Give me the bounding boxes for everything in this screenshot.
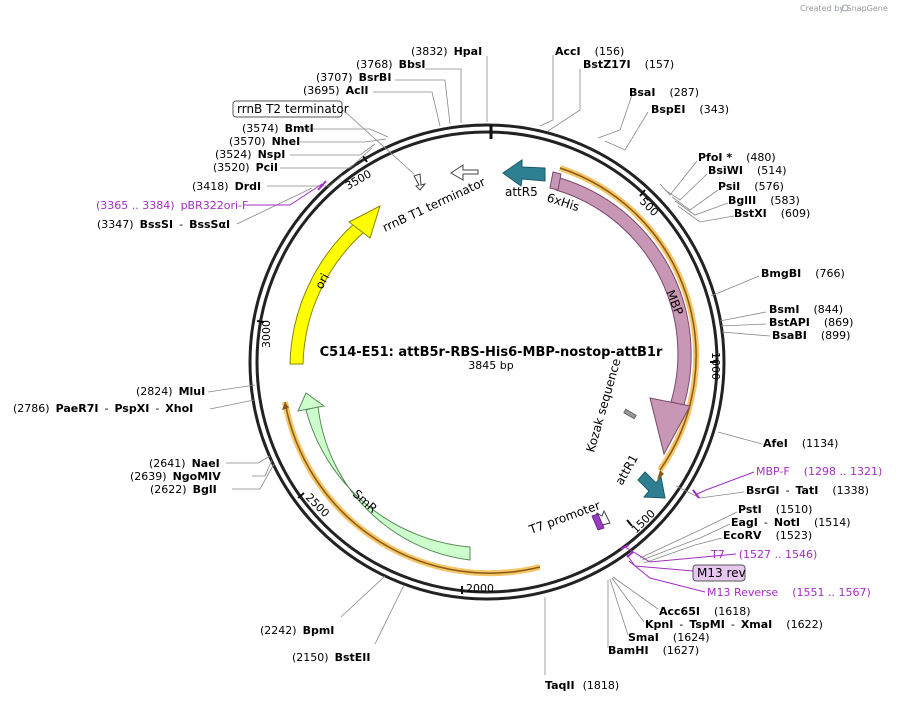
site-afei[interactable]: AfeI(1134)	[763, 437, 838, 450]
site-smai[interactable]: SmaI(1624)	[628, 631, 709, 644]
tick-marks: 500 1000 1500 2000 2500 3000 3500	[256, 155, 722, 595]
snapgene-credit: Created by SnapGene	[800, 4, 888, 13]
site-bsrgi[interactable]: BsrGI-TatI(1338)	[746, 484, 869, 497]
mbp-arrowhead	[649, 397, 691, 456]
orf-smr	[284, 401, 541, 574]
t7-promoter-label: T7 promoter	[526, 498, 602, 537]
smr-feature[interactable]	[305, 405, 471, 561]
site-bglii[interactable]: BglII(583)	[728, 194, 800, 207]
tick-3500-mark	[362, 155, 368, 163]
attr1-feature[interactable]	[637, 471, 666, 499]
site-naei[interactable]: (2641)NaeI	[149, 457, 220, 470]
kozak-label: Kozak sequence	[583, 357, 623, 454]
attr5-label: attR5	[505, 185, 538, 199]
site-bstz17i[interactable]: BstZ17I(157)	[583, 58, 674, 71]
site-ngomiv[interactable]: (2639)NgoMIV	[130, 470, 221, 483]
site-bmti[interactable]: (3574)BmtI	[242, 122, 314, 135]
m13-rev-box[interactable]	[692, 564, 746, 582]
site-bsiwi[interactable]: BsiWI(514)	[708, 164, 787, 177]
primer-mbp-f[interactable]: MBP-F(1298 .. 1321)	[756, 465, 882, 478]
rrnb-t2-feature[interactable]	[413, 173, 427, 191]
m13-rev-label: M13 rev	[697, 566, 746, 580]
site-hpai[interactable]: (3832)HpaI	[411, 45, 482, 58]
tick-500-mark	[639, 189, 646, 197]
kozak-feature[interactable]	[623, 408, 637, 420]
sites-left: (3832)HpaI (3768)BbsI (3707)BsrBI (3695)…	[13, 45, 619, 692]
primer-lines	[246, 180, 755, 593]
site-bsai[interactable]: BsaI(287)	[629, 86, 699, 99]
features: MBP 6xHis attR5 attR1 Kozak sequence T7 …	[232, 100, 692, 561]
tick-1000-label: 1000	[709, 352, 722, 380]
primer-pbr322ori-f[interactable]: (3365 .. 3384)pBR322ori-F	[96, 199, 248, 212]
ori-feature[interactable]	[289, 221, 365, 365]
site-bstapi[interactable]: BstAPI(869)	[769, 316, 853, 329]
backbone-outer	[248, 123, 726, 601]
site-taqii[interactable]: TaqII(1818)	[545, 679, 619, 692]
attr5-feature[interactable]	[502, 159, 546, 187]
orf-mbp	[559, 167, 697, 471]
site-paer7i[interactable]: (2786)PaeR7I-PspXI-XhoI	[13, 402, 193, 415]
site-eagi[interactable]: EagI-NotI(1514)	[731, 516, 851, 529]
smr-arrowhead	[297, 392, 326, 412]
primer-t7[interactable]: T7(1527 .. 1546)	[710, 548, 817, 561]
site-acci[interactable]: AccI(156)	[555, 45, 624, 58]
site-bpmi[interactable]: (2242)BpmI	[260, 624, 334, 637]
site-bgli[interactable]: (2622)BglI	[150, 483, 217, 496]
site-bbsi[interactable]: (3768)BbsI	[356, 58, 425, 71]
site-bspei[interactable]: BspEI(343)	[651, 103, 729, 116]
t7-primer-mark	[591, 513, 605, 531]
construct-title: C514-E51: attB5r-RBS-His6-MBP-nostop-att…	[320, 345, 663, 360]
site-acc65i[interactable]: Acc65I(1618)	[659, 605, 751, 618]
primer-labels: MBP-F(1298 .. 1321) T7(1527 .. 1546) M13…	[96, 199, 882, 599]
ori-label: ori	[312, 271, 332, 291]
map-title: C514-E51: attB5r-RBS-His6-MBP-nostop-att…	[320, 345, 663, 372]
site-drdi[interactable]: (3418)DrdI	[192, 180, 261, 193]
rrnb-t2-label: rrnB T2 terminator	[237, 102, 349, 116]
rrnb-t1-label: rrnB T1 terminator	[380, 175, 487, 235]
orf-smr-glow	[282, 401, 541, 577]
site-bsssi[interactable]: (3347)BssSI-BssSαI	[97, 218, 230, 231]
site-nspi[interactable]: (3524)NspI	[215, 148, 285, 161]
rrnb-t2-leader	[341, 108, 415, 175]
site-bamhi[interactable]: BamHI(1627)	[608, 644, 699, 657]
site-kpni[interactable]: KpnI-TspMI-XmaI(1622)	[645, 618, 823, 631]
site-pfoi[interactable]: PfoI *(480)	[698, 151, 776, 164]
site-psti[interactable]: PstI(1510)	[738, 503, 812, 516]
tick-1500-mark	[626, 519, 633, 527]
site-bmgbi[interactable]: BmgBI(766)	[761, 267, 845, 280]
site-ecorv[interactable]: EcoRV(1523)	[723, 529, 812, 542]
orf-arcs	[282, 165, 699, 577]
tick-3000-mark	[256, 320, 265, 323]
site-nhei[interactable]: (3570)NheI	[229, 135, 300, 148]
tick-2500-mark	[297, 492, 305, 499]
site-mlui[interactable]: (2824)MluI	[136, 385, 205, 398]
his-tag-feature[interactable]	[549, 171, 562, 191]
site-bsmi[interactable]: BsmI(844)	[769, 303, 843, 316]
site-pcii[interactable]: (3520)PciI	[213, 161, 278, 174]
snapgene-logo-icon	[841, 4, 849, 12]
ori-arrowhead	[348, 205, 381, 239]
construct-size: 3845 bp	[468, 359, 513, 372]
orf-smr-head	[282, 402, 289, 410]
credit-text: Created by SnapGene	[800, 4, 888, 13]
site-bstxi[interactable]: BstXI(609)	[734, 207, 810, 220]
leader-lines	[207, 55, 771, 675]
site-bsteii[interactable]: (2150)BstEII	[292, 651, 370, 664]
tick-2000-label: 2000	[466, 582, 494, 595]
site-psii[interactable]: PsiI(576)	[718, 180, 784, 193]
site-bsabi[interactable]: BsaBI(899)	[772, 329, 850, 342]
sites-right: AccI(156) BstZ17I(157) BsaI(287) BspEI(3…	[555, 45, 869, 657]
site-acli[interactable]: (3695)AclI	[303, 84, 368, 97]
rrnb-t1-feature[interactable]	[450, 164, 479, 181]
attr1-label: attR1	[612, 452, 640, 487]
primer-m13-reverse[interactable]: M13 Reverse(1551 .. 1567)	[707, 586, 871, 599]
site-bsrbi[interactable]: (3707)BsrBI	[316, 71, 391, 84]
tick-3000-label: 3000	[260, 320, 273, 348]
orf-mbp-head	[657, 470, 664, 480]
